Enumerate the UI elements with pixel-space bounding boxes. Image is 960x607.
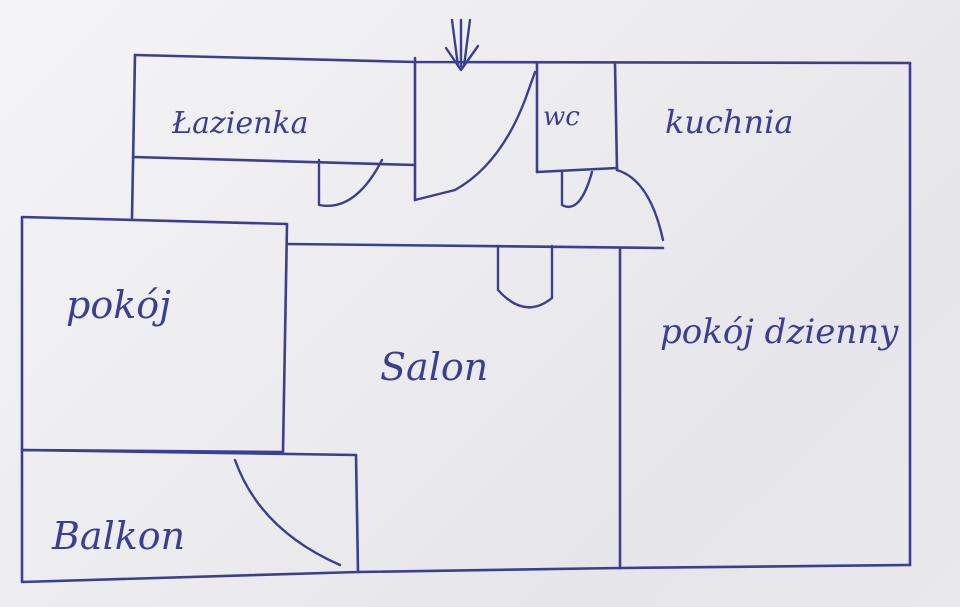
entrance-arrow-icon bbox=[444, 18, 480, 72]
left-upper-wall bbox=[130, 53, 137, 220]
hall-bottom-wall bbox=[285, 242, 665, 250]
bathroom-door bbox=[317, 158, 384, 208]
room-pokoj bbox=[20, 215, 289, 454]
label-lazienka: Łazienka bbox=[171, 106, 309, 141]
salon-door bbox=[496, 244, 554, 309]
label-pokoj-dzienny: pokój dzienny bbox=[660, 312, 899, 352]
label-balkon: Balkon bbox=[51, 514, 185, 558]
room-balkon-walls bbox=[20, 448, 360, 584]
top-wall bbox=[133, 53, 912, 65]
wc-bottom-wall bbox=[535, 166, 619, 174]
kitchen-door bbox=[615, 168, 665, 242]
wc-right-wall bbox=[613, 61, 619, 172]
room-pokoj-walls bbox=[20, 215, 289, 454]
entrance-door bbox=[413, 70, 537, 202]
label-pokoj: pokój bbox=[66, 283, 171, 327]
label-salon: Salon bbox=[380, 345, 488, 389]
wc-door bbox=[560, 170, 594, 208]
label-wc: wc bbox=[543, 102, 580, 132]
label-kuchnia: kuchnia bbox=[665, 103, 793, 141]
bottom-wall bbox=[356, 563, 912, 574]
bathroom-bottom-wall bbox=[131, 155, 417, 167]
balcony-door bbox=[233, 458, 342, 567]
walls bbox=[130, 53, 912, 574]
room-balkon bbox=[20, 448, 360, 584]
doors bbox=[233, 70, 665, 567]
